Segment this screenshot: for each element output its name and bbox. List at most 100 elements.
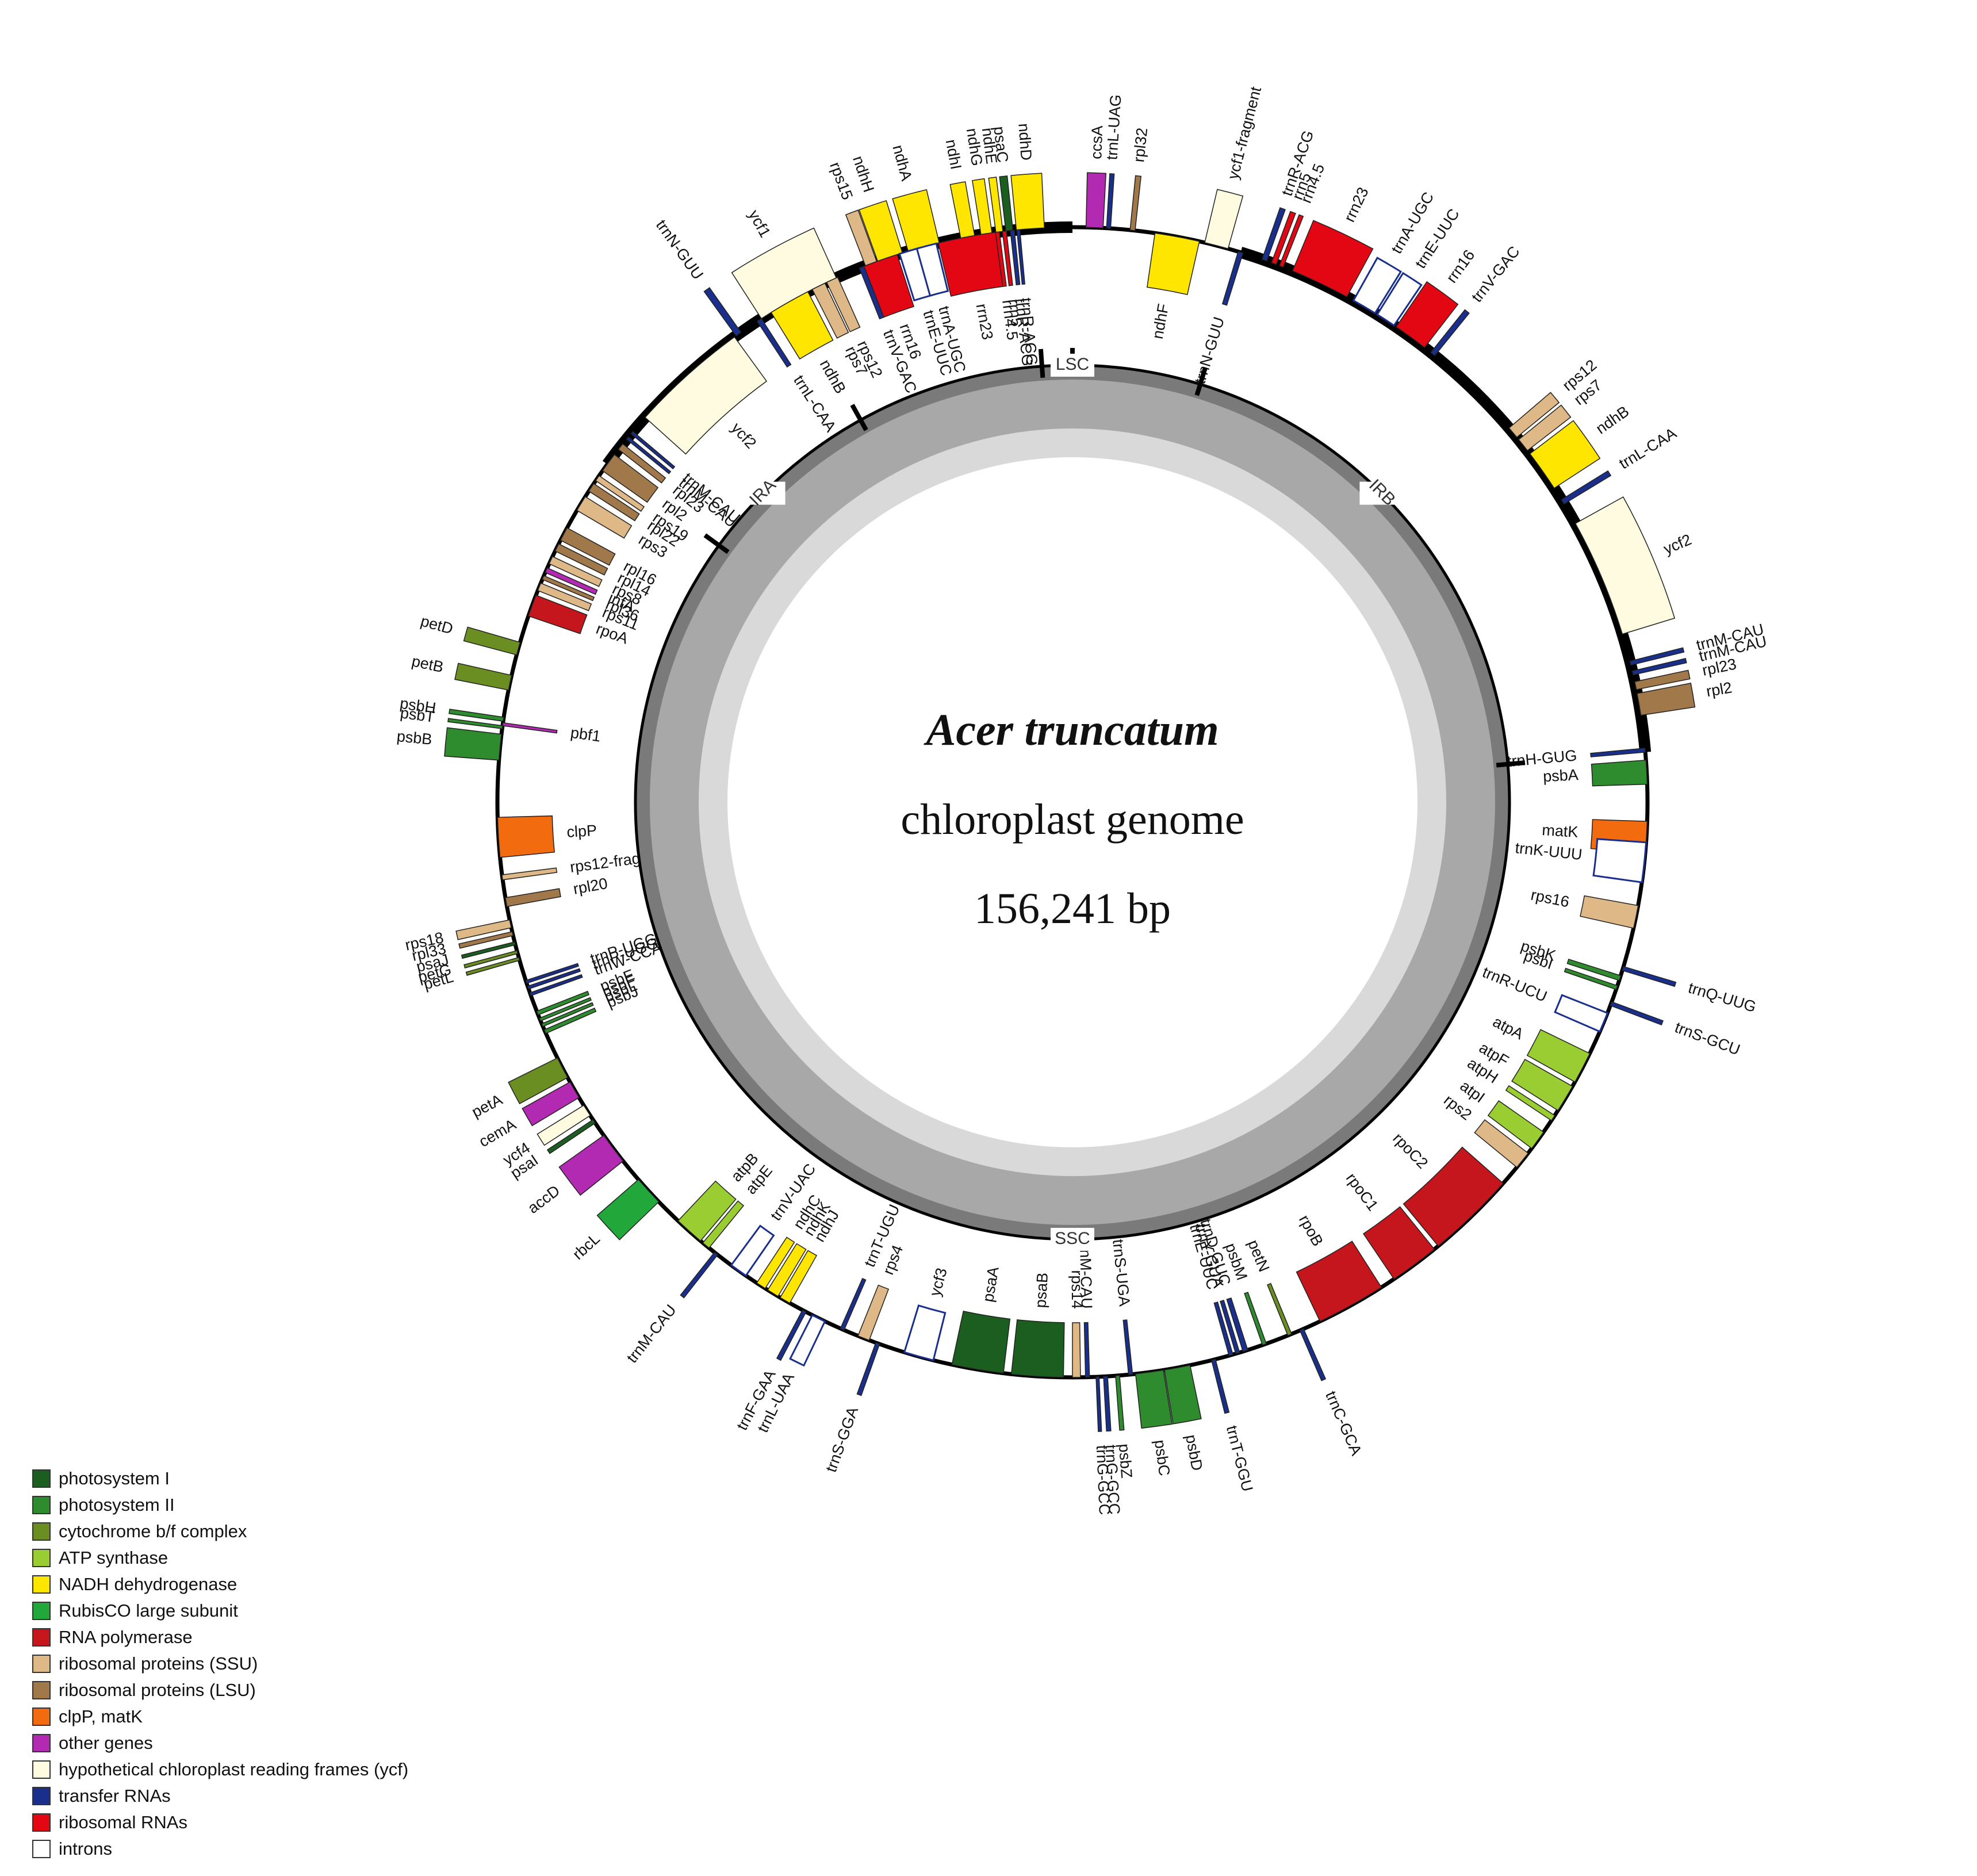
gene-label: ccsA xyxy=(1087,125,1106,160)
gene-label: trnM-CAU xyxy=(1076,1239,1095,1309)
gene-label: trnL-UAG xyxy=(1103,94,1124,160)
gene-trns-gga xyxy=(856,1342,880,1396)
gene-trnq-uug xyxy=(1622,966,1677,987)
gene-trnp-ugg xyxy=(525,963,579,984)
gene-ndhc xyxy=(756,1236,795,1289)
gene-ndha xyxy=(892,189,940,252)
gene-rpl23 xyxy=(1634,669,1691,690)
legend-swatch xyxy=(32,1655,51,1673)
gene-atph xyxy=(1505,1085,1555,1121)
legend-label: NADH dehydrogenase xyxy=(59,1574,237,1594)
gene-rpoa xyxy=(527,595,588,634)
gene-rrn16 xyxy=(1395,281,1459,349)
gene-rps11 xyxy=(537,582,592,611)
gene-trns-gcu xyxy=(1610,1001,1664,1026)
gene-trnk-uuu xyxy=(1592,838,1647,883)
legend-swatch xyxy=(32,1602,51,1620)
legend-swatch xyxy=(32,1787,51,1805)
gene-label: ndhF xyxy=(1149,303,1173,340)
title-species: Acer truncatum xyxy=(923,705,1219,755)
gene-label: ndhB xyxy=(1593,403,1633,438)
gene-label: rpoC2 xyxy=(1389,1130,1431,1172)
gene-psab xyxy=(1010,1319,1065,1378)
gene-rpl2 xyxy=(601,454,659,503)
gene-label: trnS-GCU xyxy=(1673,1019,1743,1059)
legend-item: RNA polymerase xyxy=(32,1624,607,1651)
legend-swatch xyxy=(32,1575,51,1594)
gene-ndhj xyxy=(779,1250,818,1304)
gene-label: psbZ xyxy=(1116,1443,1136,1479)
gene-label: ycf2 xyxy=(1661,531,1694,558)
gene-label: psaA xyxy=(979,1265,1002,1303)
gene-label: psbA xyxy=(1542,766,1578,785)
legend-swatch xyxy=(32,1840,51,1858)
ir-arc xyxy=(791,221,1072,305)
gene-trnl-caa xyxy=(1561,470,1612,505)
gene-petl xyxy=(465,956,520,976)
gene-trnr-acg xyxy=(1010,229,1021,286)
gene-rps12 xyxy=(1508,392,1560,438)
legend-label: clpP, matK xyxy=(59,1706,143,1726)
gene-trnm-cau xyxy=(626,436,672,474)
gene-rps2 xyxy=(1474,1119,1529,1168)
gene-label: petN xyxy=(1244,1237,1273,1274)
gene-label: trnT-GGU xyxy=(1223,1424,1256,1494)
gene-trnd-guc xyxy=(1226,1297,1248,1352)
legend-item: photosystem I xyxy=(32,1465,607,1492)
gene-clpp xyxy=(497,815,555,858)
gene-psbk xyxy=(1566,958,1622,981)
gene-psbc xyxy=(1135,1369,1173,1429)
gene-label: trnN-GUU xyxy=(1191,315,1228,386)
gene-label: rrn23 xyxy=(1341,185,1372,225)
region-label-bg xyxy=(1359,481,1404,505)
legend-label: other genes xyxy=(59,1733,153,1753)
gene-trnn-guu xyxy=(1221,251,1244,306)
gene-rpl16 xyxy=(560,527,616,566)
gene-rrn23 xyxy=(1292,220,1374,298)
gene-label: trnM-CAU xyxy=(623,1301,680,1366)
gene-accd xyxy=(558,1135,624,1196)
gene-trnm-cau xyxy=(630,431,676,470)
gene-petb xyxy=(454,663,512,691)
gene-ndhb xyxy=(1529,420,1601,489)
gene-trng-gcc xyxy=(1103,1376,1112,1432)
gene-cema xyxy=(522,1081,580,1127)
gene-psai xyxy=(546,1119,596,1154)
gene-ycf1-fragment xyxy=(1204,189,1244,250)
gene-trnn-guu xyxy=(703,287,742,336)
legend-label: ribosomal proteins (SSU) xyxy=(59,1653,258,1674)
region-label-bg xyxy=(1051,354,1094,377)
gene-atpe xyxy=(702,1200,745,1249)
legend-item: ribosomal proteins (LSU) xyxy=(32,1677,607,1703)
gene-trnc-gca xyxy=(1299,1328,1327,1381)
gene-label: ndhD xyxy=(1015,122,1035,161)
region-label-lsc: LSC xyxy=(1056,355,1089,374)
gene-ccsa xyxy=(1085,172,1107,229)
gene-ndhi xyxy=(949,181,975,239)
gene-trnr-acg xyxy=(1261,207,1286,262)
gene-rps4 xyxy=(857,1284,890,1341)
gene-infa xyxy=(545,567,598,595)
legend-label: photosystem I xyxy=(59,1468,170,1488)
gene-rps7 xyxy=(1518,404,1572,451)
gene-label: trnL-CAA xyxy=(1616,424,1679,473)
gene-label: trnR-UCU xyxy=(1480,963,1550,1005)
legend-swatch xyxy=(32,1496,51,1514)
gene-label: psbC xyxy=(1151,1439,1173,1477)
region-label-bg xyxy=(741,481,786,505)
legend-label: ATP synthase xyxy=(59,1548,168,1568)
gene-label: trnC-GCA xyxy=(1322,1388,1365,1458)
gene-label: rpl20 xyxy=(572,875,608,898)
legend-item: transfer RNAs xyxy=(32,1783,607,1809)
gene-trnt-ggu xyxy=(1211,1358,1230,1414)
gene-rpl32 xyxy=(1129,175,1142,231)
gene-ndhb xyxy=(770,291,834,360)
gene-trne-uuc xyxy=(1213,1301,1233,1357)
gene-rpl20 xyxy=(504,888,561,908)
gene-ycf2 xyxy=(644,336,768,455)
gene-label: trnK-UUU xyxy=(1514,839,1583,863)
legend-item: other genes xyxy=(32,1730,607,1756)
gene-label: rpl32 xyxy=(1130,127,1151,163)
gene-rpoc2 xyxy=(1403,1146,1504,1247)
gene-trnm-cau xyxy=(680,1251,719,1299)
